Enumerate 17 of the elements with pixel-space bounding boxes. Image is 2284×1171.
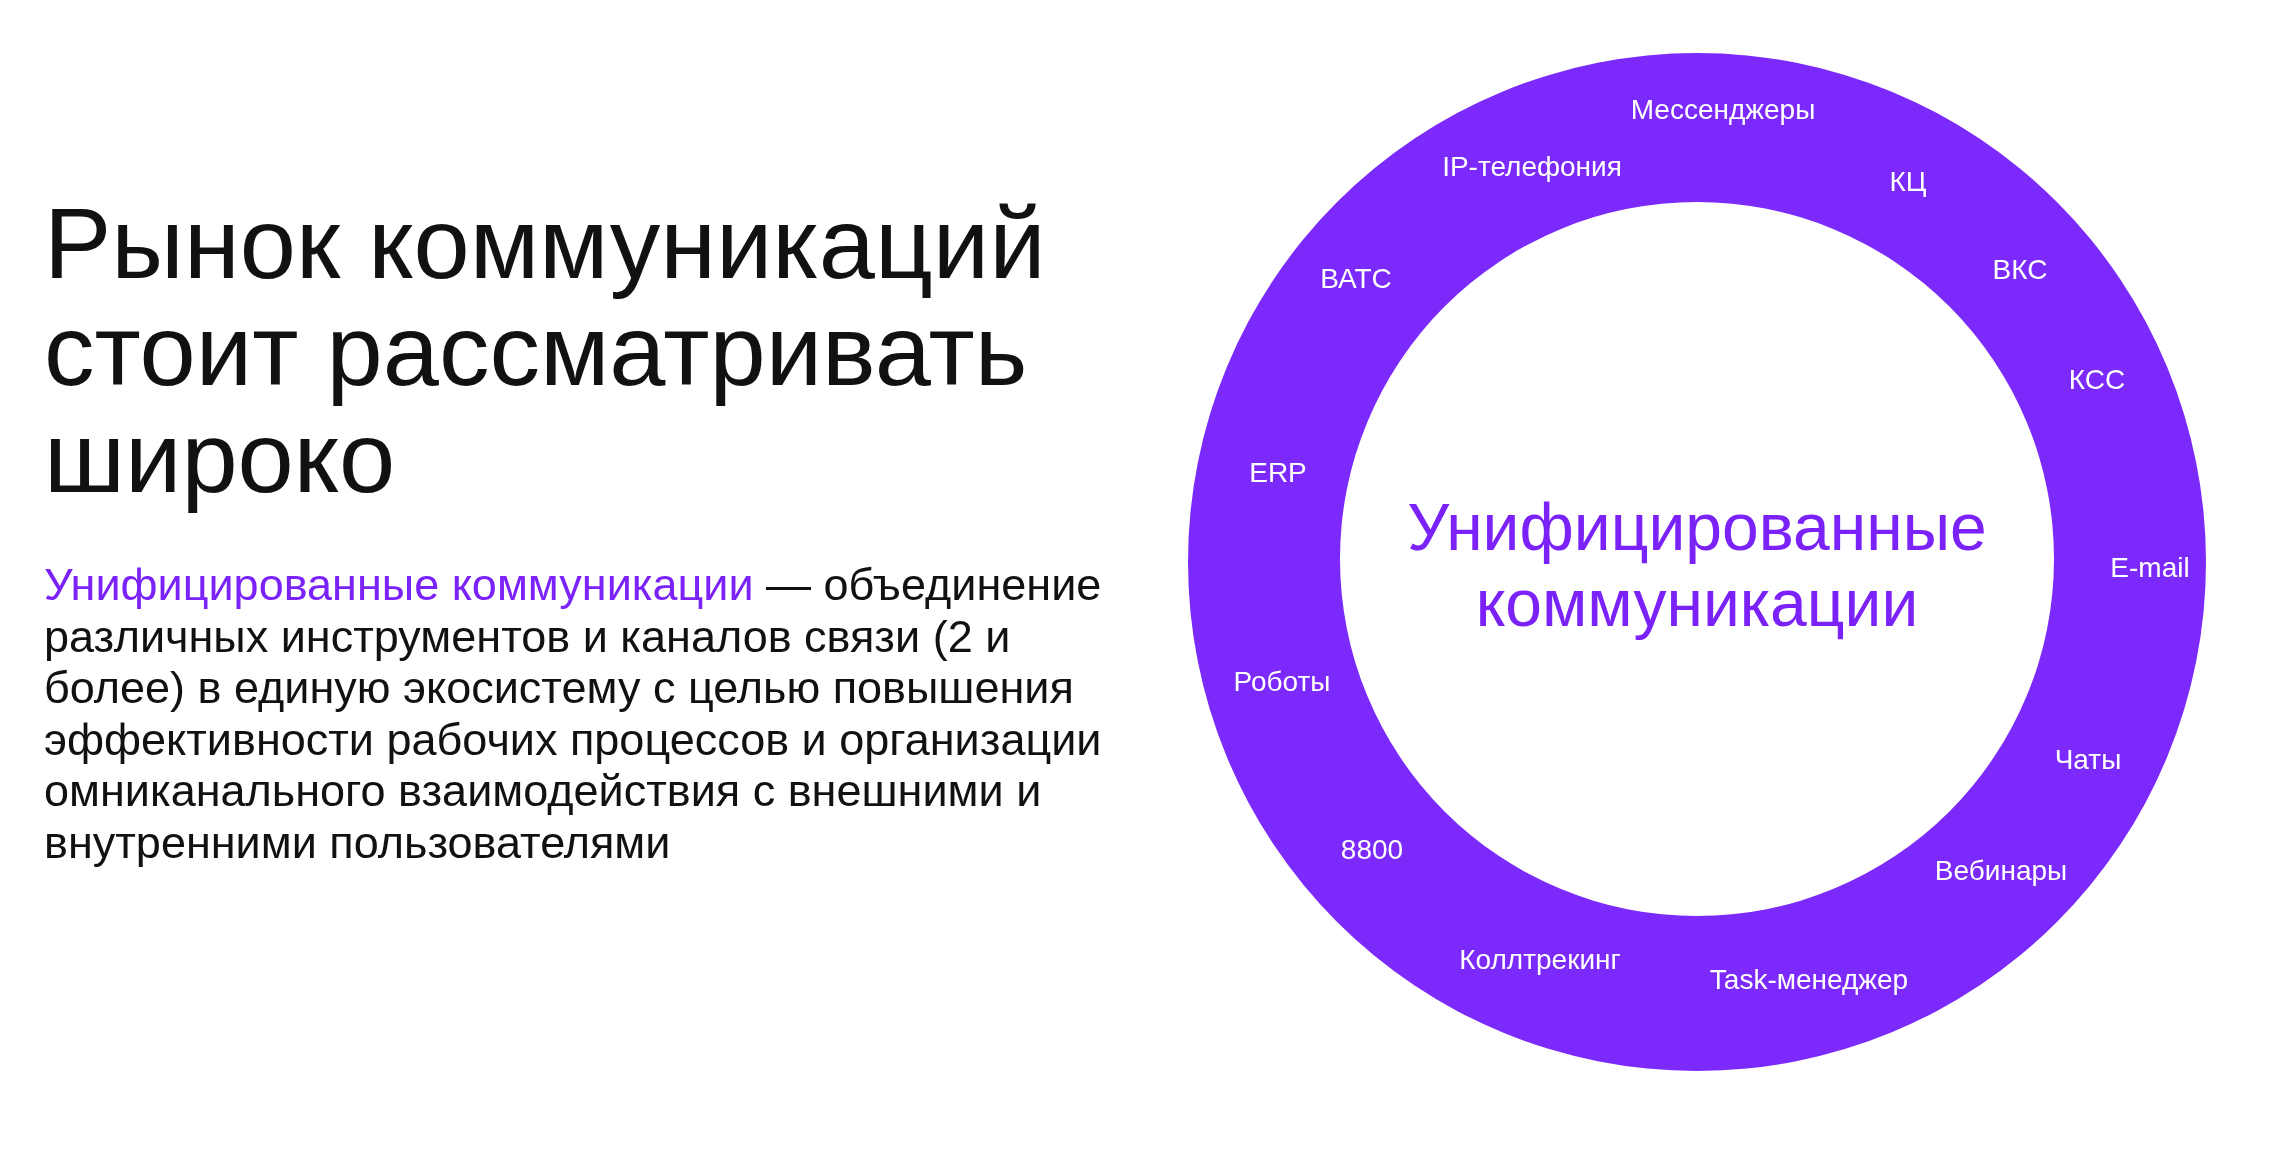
channel-label: КСС [2068, 364, 2126, 396]
channel-label: Вебинары [1934, 855, 2068, 887]
channel-label: ERP [1249, 457, 1307, 489]
center-heading: Унифицированные коммуникации [1406, 489, 1988, 641]
channel-label: Коллтрекинг [1459, 944, 1621, 976]
channel-label: 8800 [1340, 834, 1404, 866]
channel-label: Мессенджеры [1630, 94, 1816, 126]
channel-label: Чаты [2054, 744, 2122, 776]
channel-label: Роботы [1233, 666, 1331, 698]
channel-label: ВАТС [1320, 263, 1392, 295]
channel-label: ВКС [1992, 254, 2048, 286]
channel-label: КЦ [1889, 166, 1927, 198]
channel-label: E-mail [2110, 552, 2190, 584]
channel-label: IP-телефония [1442, 151, 1622, 183]
channel-label: Task-менеджер [1709, 964, 1909, 996]
definition-paragraph: Унифицированные коммуникации — объединение различных инструментов и каналов связи (2 и более) в единую экосистему с целью повышения эффективности рабочих процессов и организации омниканального взаимодействия с внешними и внутренними пользователями [44, 559, 1103, 868]
page-title: Рынок коммуникаций стоит рассматривать широко [44, 190, 1047, 511]
